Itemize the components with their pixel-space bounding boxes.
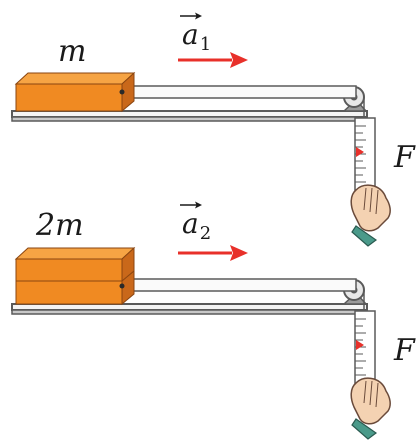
acceleration-symbol-2: a xyxy=(182,207,199,240)
block-m xyxy=(14,71,136,113)
vector-hat-icon xyxy=(180,12,202,20)
hand-icon xyxy=(350,377,391,440)
acceleration-symbol-1: a xyxy=(182,18,199,51)
vector-hat-icon xyxy=(180,201,202,209)
acceleration-subscript-2: 2 xyxy=(199,223,212,244)
block-2m xyxy=(14,246,136,306)
string xyxy=(125,85,365,120)
track xyxy=(11,303,368,315)
hand-icon xyxy=(350,184,391,247)
mass-label-1: m xyxy=(58,34,87,69)
setup-1 xyxy=(11,12,391,247)
acceleration-label-1: a1 xyxy=(182,18,211,55)
acceleration-label-2: a2 xyxy=(182,207,211,244)
mass-label-2: 2m xyxy=(36,208,84,243)
acceleration-subscript-1: 1 xyxy=(199,34,212,55)
acceleration-arrow-icon xyxy=(178,52,248,68)
setup-2 xyxy=(11,201,391,440)
force-label-2: F xyxy=(394,333,415,368)
acceleration-arrow-icon xyxy=(178,245,248,261)
spring-scale-icon xyxy=(354,310,376,388)
track xyxy=(11,110,368,122)
spring-scale-icon xyxy=(354,117,376,195)
force-label-1: F xyxy=(394,140,415,175)
